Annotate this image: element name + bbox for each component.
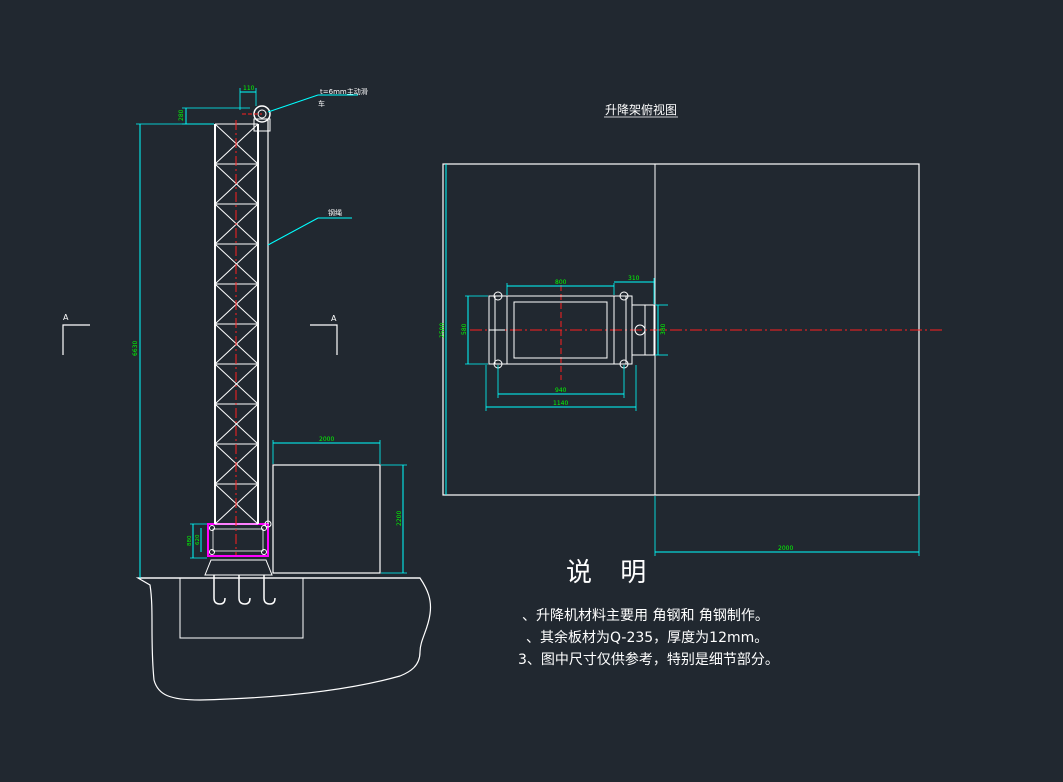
dim-base-620: 620 [195, 534, 201, 545]
dim-box-2200: 2200 [396, 511, 403, 526]
dim-plan-2000: 2000 [778, 545, 793, 552]
svg-text:A: A [331, 314, 337, 323]
hoist-box [272, 464, 381, 574]
dim-plan-310: 310 [628, 275, 640, 282]
dim-280: 280 [178, 109, 185, 121]
anchor-bolts [213, 575, 276, 605]
top-pulley [242, 105, 271, 132]
pulley-label: t=6mm主动滑 [320, 87, 368, 96]
foundation-pit [179, 577, 304, 639]
notes-block: 、升降机材料主要用 角钢和 角钢制作。 、其余板材为Q-235，厚度为12mm。… [500, 605, 920, 671]
pulley-label-2: 车 [318, 99, 325, 108]
notes-title: 说 明 [566, 558, 657, 588]
dim-plan-1140: 1140 [553, 400, 568, 407]
dim-plan-800: 800 [555, 279, 567, 286]
base-footing [204, 559, 273, 576]
plan-view: 升降架俯视图 800 [439, 102, 945, 556]
dim-6630: 6630 [132, 341, 139, 356]
svg-text:A: A [63, 313, 69, 322]
dim-plan-2500: 2500 [439, 323, 446, 338]
dim-plan-940: 940 [555, 387, 567, 394]
dim-base-880: 880 [187, 535, 193, 546]
rope-label: 钢绳 [328, 208, 342, 217]
elevation-view: t=6mm主动滑 车 钢绳 110 280 6630 2000 2200 [62, 85, 432, 701]
dim-plan-580: 580 [461, 323, 468, 335]
section-marker-left: A [62, 313, 90, 355]
section-marker-right: A [310, 314, 338, 355]
dim-plan-380: 380 [660, 323, 667, 335]
ground-outline [135, 577, 432, 701]
plan-view-title: 升降架俯视图 [605, 102, 677, 117]
note-line-1: 、升降机材料主要用 角钢和 角钢制作。 [522, 608, 769, 624]
dim-box-2000: 2000 [319, 436, 334, 443]
cage-frame [488, 291, 655, 369]
note-line-2: 、其余板材为Q-235，厚度为12mm。 [526, 630, 769, 646]
dim-top-110: 110 [243, 85, 255, 92]
note-line-3: 3、图中尺寸仅供参考，特别是细节部分。 [518, 652, 779, 668]
